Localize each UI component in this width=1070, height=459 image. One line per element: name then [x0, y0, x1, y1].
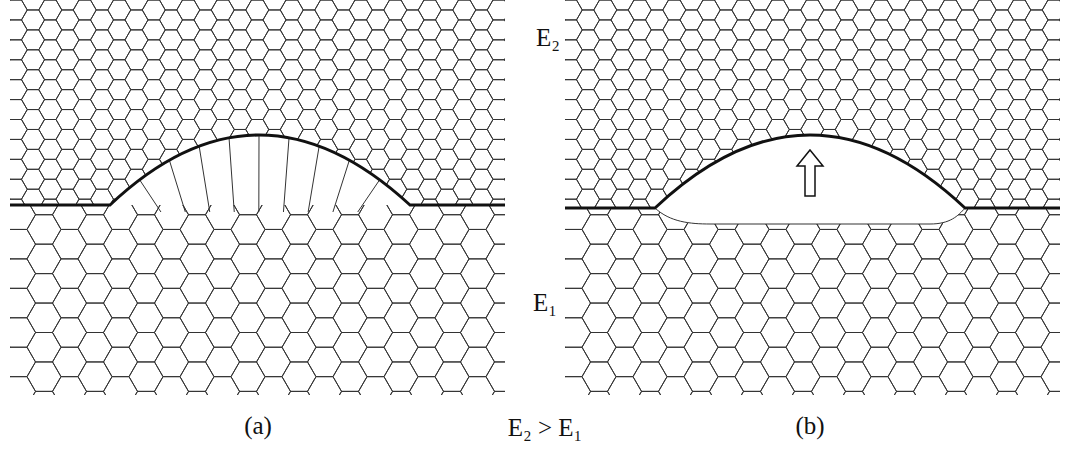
coarse-grain-lattice	[0, 156, 546, 436]
columnar-grain-line	[333, 160, 349, 212]
columnar-grain-line	[140, 180, 161, 212]
columnar-grain-line	[358, 180, 380, 212]
panel-label: (b)	[793, 412, 826, 440]
fine-grain-lattice	[0, 0, 528, 239]
columnar-grain-line	[283, 138, 289, 212]
migration-arrow	[797, 150, 823, 196]
grain-boundary	[565, 135, 1060, 208]
columnar-grain-line	[308, 146, 319, 212]
fine-grain-lattice	[542, 0, 1070, 239]
energy-label: E₂	[534, 24, 562, 52]
columnar-grain-line	[169, 160, 185, 212]
columnar-grain-line	[229, 138, 234, 212]
coarse-grain-lattice	[531, 156, 1070, 436]
panel-label: (a)	[242, 412, 274, 440]
grain-boundary	[10, 135, 505, 205]
relation-label: E₂ > E₁	[506, 414, 585, 442]
columnar-grain-line	[199, 146, 210, 212]
columnar-grain-line	[258, 135, 259, 212]
bulge-bottom	[655, 208, 965, 224]
energy-label: E₁	[531, 289, 559, 317]
